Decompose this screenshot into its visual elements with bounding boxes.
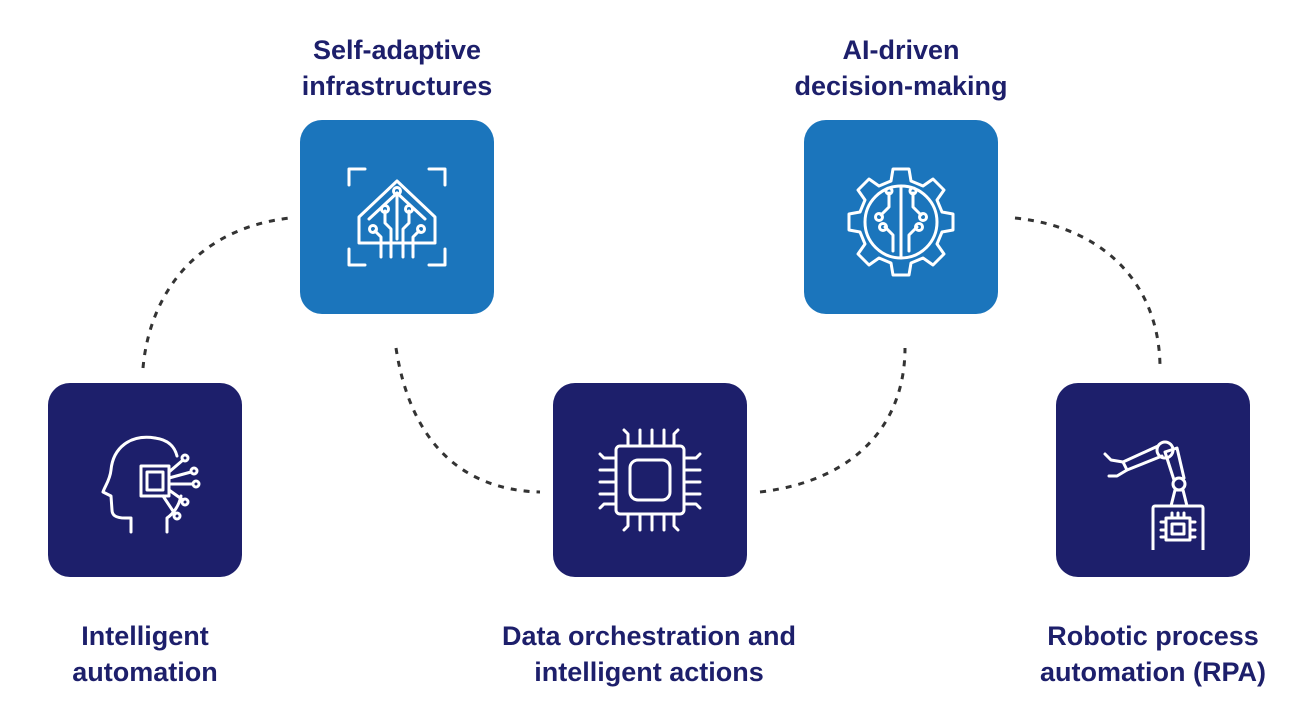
adaptive-house-circuit-icon xyxy=(347,167,447,267)
self-adaptive-line2: infrastructures xyxy=(301,71,493,101)
rpa-tile xyxy=(1056,383,1250,577)
self-adaptive-line1: Self-adaptive xyxy=(312,35,482,65)
rpa-label: Robotic process automation (RPA) xyxy=(993,618,1299,690)
connector-adaptive-to-orchestration xyxy=(394,347,541,494)
connector-automation-to-adaptive xyxy=(141,216,291,369)
ai-decision-line2: decision-making xyxy=(794,71,1008,101)
rpa-line2: automation (RPA) xyxy=(1040,657,1266,687)
data-orchestration-tile xyxy=(553,383,747,577)
head-circuit-icon xyxy=(101,435,201,534)
intelligent-automation-line2: automation xyxy=(72,657,218,687)
ai-decision-tile xyxy=(804,120,998,314)
data-orchestration-line2: intelligent actions xyxy=(534,657,764,687)
connector-decision-to-rpa xyxy=(1014,216,1162,369)
intelligent-automation-label: Intelligent automation xyxy=(0,618,305,690)
rpa-line1: Robotic process xyxy=(1047,621,1259,651)
self-adaptive-tile xyxy=(300,120,494,314)
connector-orchestration-to-decision xyxy=(759,347,907,494)
ai-decision-line1: AI-driven xyxy=(842,35,960,65)
self-adaptive-label: Self-adaptive infrastructures xyxy=(237,32,557,104)
data-orchestration-label: Data orchestration and intelligent actio… xyxy=(489,618,809,690)
intelligent-automation-line1: Intelligent xyxy=(81,621,209,651)
data-orchestration-line1: Data orchestration and xyxy=(501,621,797,651)
ai-decision-label: AI-driven decision-making xyxy=(741,32,1061,104)
gear-circuit-icon xyxy=(847,167,955,277)
robotic-arm-icon xyxy=(1103,440,1205,550)
microchip-icon xyxy=(598,428,702,532)
intelligent-automation-tile xyxy=(48,383,242,577)
